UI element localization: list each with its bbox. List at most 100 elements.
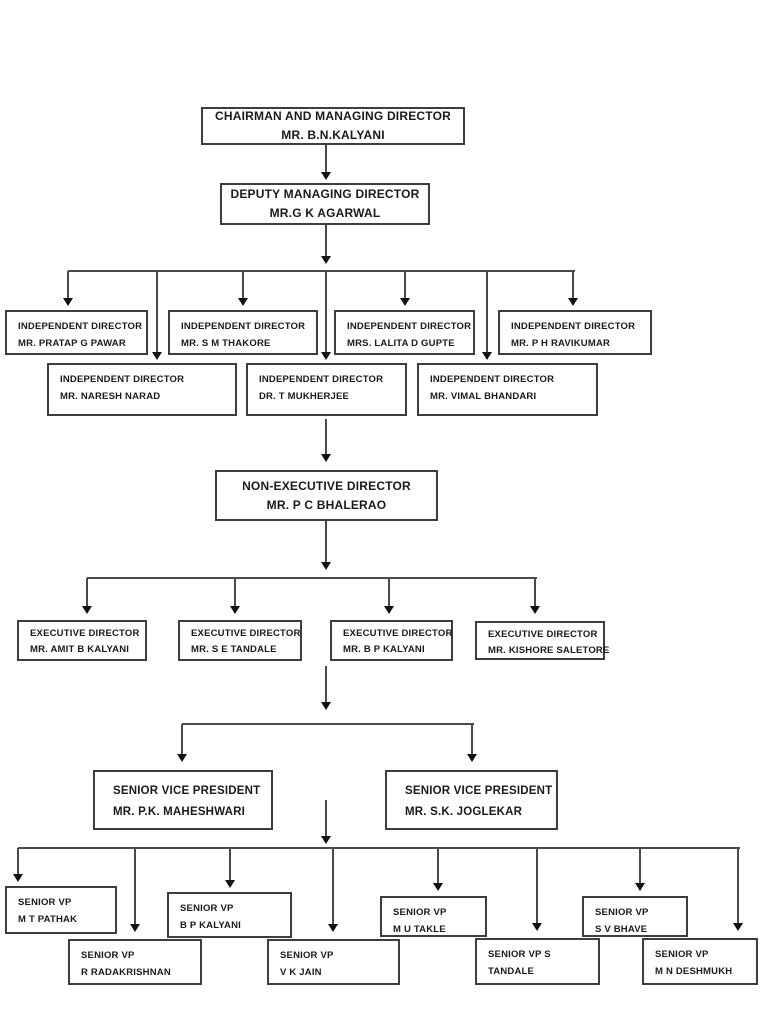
- arrow-down-icon: [321, 702, 331, 710]
- org-node-non-executive-director: NON-EXECUTIVE DIRECTOR MR. P C BHALERAO: [215, 470, 438, 521]
- org-node-senior-vp-tandale: SENIOR VP S TANDALE: [475, 938, 600, 985]
- connector-line: [534, 578, 536, 606]
- arrow-down-icon: [328, 924, 338, 932]
- node-name: TANDALE: [488, 966, 535, 977]
- node-name: MR. P.K. MAHESHWARI: [113, 806, 246, 818]
- node-title: SENIOR VP: [280, 950, 334, 961]
- arrow-down-icon: [321, 352, 331, 360]
- connector-line: [68, 270, 575, 272]
- arrow-down-icon: [82, 606, 92, 614]
- arrow-down-icon: [321, 454, 331, 462]
- arrow-down-icon: [152, 352, 162, 360]
- connector-line: [325, 271, 327, 352]
- arrow-down-icon: [384, 606, 394, 614]
- node-title: INDEPENDENT DIRECTOR: [511, 321, 636, 332]
- org-node-senior-vp-bp-kalyani: SENIOR VP B P KALYANI: [167, 892, 292, 938]
- connector-line: [229, 848, 231, 880]
- node-name: DR. T MUKHERJEE: [259, 391, 350, 402]
- connector-line: [737, 848, 739, 923]
- connector-line: [17, 848, 19, 874]
- connector-line: [325, 521, 327, 562]
- node-title: SENIOR VP: [18, 897, 72, 908]
- node-name: B P KALYANI: [180, 920, 241, 931]
- node-name: MR. VIMAL BHANDARI: [430, 391, 537, 402]
- org-node-independent-director-gupte: INDEPENDENT DIRECTOR MRS. LALITA D GUPTE: [334, 310, 475, 355]
- node-name: MR. AMIT B KALYANI: [30, 644, 130, 655]
- org-node-executive-director-amit-kalyani: EXECUTIVE DIRECTOR MR. AMIT B KALYANI: [17, 620, 147, 661]
- node-name: MR. P C BHALERAO: [266, 497, 387, 512]
- arrow-down-icon: [130, 924, 140, 932]
- connector-line: [486, 271, 488, 352]
- connector-line: [156, 271, 158, 352]
- connector-line: [536, 848, 538, 923]
- connector-line: [242, 271, 244, 298]
- arrow-down-icon: [433, 883, 443, 891]
- node-title: EXECUTIVE DIRECTOR: [488, 629, 598, 640]
- node-title: NON-EXECUTIVE DIRECTOR: [242, 478, 411, 493]
- arrow-down-icon: [225, 880, 235, 888]
- org-node-senior-vp-maheshwari: SENIOR VICE PRESIDENT MR. P.K. MAHESHWAR…: [93, 770, 273, 830]
- connector-line: [325, 145, 327, 172]
- org-node-senior-vp-joglekar: SENIOR VICE PRESIDENT MR. S.K. JOGLEKAR: [385, 770, 558, 830]
- arrow-down-icon: [177, 754, 187, 762]
- arrow-down-icon: [238, 298, 248, 306]
- connector-line: [404, 271, 406, 298]
- connector-line: [388, 578, 390, 606]
- arrow-down-icon: [467, 754, 477, 762]
- connector-line: [639, 848, 641, 883]
- org-node-senior-vp-jain: SENIOR VP V K JAIN: [267, 939, 400, 985]
- org-node-independent-director-bhandari: INDEPENDENT DIRECTOR MR. VIMAL BHANDARI: [417, 363, 598, 416]
- connector-line: [325, 419, 327, 454]
- node-title: EXECUTIVE DIRECTOR: [343, 628, 453, 639]
- node-name: MRS. LALITA D GUPTE: [347, 338, 455, 349]
- arrow-down-icon: [321, 256, 331, 264]
- node-title: INDEPENDENT DIRECTOR: [347, 321, 472, 332]
- connector-line: [572, 271, 574, 298]
- org-node-chairman: CHAIRMAN AND MANAGING DIRECTOR MR. B.N.K…: [201, 107, 465, 145]
- org-node-executive-director-tandale: EXECUTIVE DIRECTOR MR. S E TANDALE: [178, 620, 302, 661]
- org-node-senior-vp-takle: SENIOR VP M U TAKLE: [380, 896, 487, 937]
- arrow-down-icon: [321, 836, 331, 844]
- org-node-executive-director-saletore: EXECUTIVE DIRECTOR MR. KISHORE SALETORE: [475, 621, 610, 660]
- connector-line: [325, 225, 327, 256]
- org-node-senior-vp-radakrishnan: SENIOR VP R RADAKRISHNAN: [68, 939, 202, 985]
- node-name: M N DESHMUKH: [655, 966, 733, 977]
- node-name: MR. PRATAP G PAWAR: [18, 338, 126, 349]
- node-title: CHAIRMAN AND MANAGING DIRECTOR: [215, 109, 451, 123]
- node-name: M U TAKLE: [393, 924, 446, 935]
- node-title: SENIOR VICE PRESIDENT: [405, 785, 553, 797]
- connector-line: [86, 578, 88, 606]
- node-title: SENIOR VP: [180, 903, 234, 914]
- node-name: MR.G K AGARWAL: [269, 206, 381, 220]
- org-node-independent-director-thakore: INDEPENDENT DIRECTOR MR. S M THAKORE: [168, 310, 318, 355]
- org-node-independent-director-pawar: INDEPENDENT DIRECTOR MR. PRATAP G PAWAR: [5, 310, 148, 355]
- arrow-down-icon: [321, 172, 331, 180]
- connector-line: [18, 847, 740, 849]
- org-node-executive-director-bp-kalyani: EXECUTIVE DIRECTOR MR. B P KALYANI: [330, 620, 453, 661]
- node-title: SENIOR VICE PRESIDENT: [113, 785, 261, 797]
- node-name: MR. B.N.KALYANI: [281, 128, 385, 142]
- node-name: MR. S.K. JOGLEKAR: [405, 806, 523, 818]
- arrow-down-icon: [530, 606, 540, 614]
- connector-line: [332, 848, 334, 924]
- node-title: SENIOR VP: [81, 950, 135, 961]
- node-name: V K JAIN: [280, 967, 322, 978]
- node-title: SENIOR VP: [655, 949, 709, 960]
- node-name: MR. S M THAKORE: [181, 338, 271, 349]
- connector-line: [182, 723, 474, 725]
- connector-line: [87, 577, 537, 579]
- node-name: MR. NARESH NARAD: [60, 391, 161, 402]
- node-title: SENIOR VP: [595, 907, 649, 918]
- org-node-independent-director-mukherjee: INDEPENDENT DIRECTOR DR. T MUKHERJEE: [246, 363, 407, 416]
- node-name: MR. KISHORE SALETORE: [488, 645, 610, 656]
- connector-line: [134, 848, 136, 924]
- node-name: MR. B P KALYANI: [343, 644, 425, 655]
- connector-line: [181, 724, 183, 754]
- node-title: INDEPENDENT DIRECTOR: [430, 374, 555, 385]
- node-name: R RADAKRISHNAN: [81, 967, 171, 978]
- connector-line: [325, 800, 327, 836]
- node-title: INDEPENDENT DIRECTOR: [259, 374, 384, 385]
- node-name: S V BHAVE: [595, 924, 648, 935]
- node-title: DEPUTY MANAGING DIRECTOR: [230, 187, 420, 201]
